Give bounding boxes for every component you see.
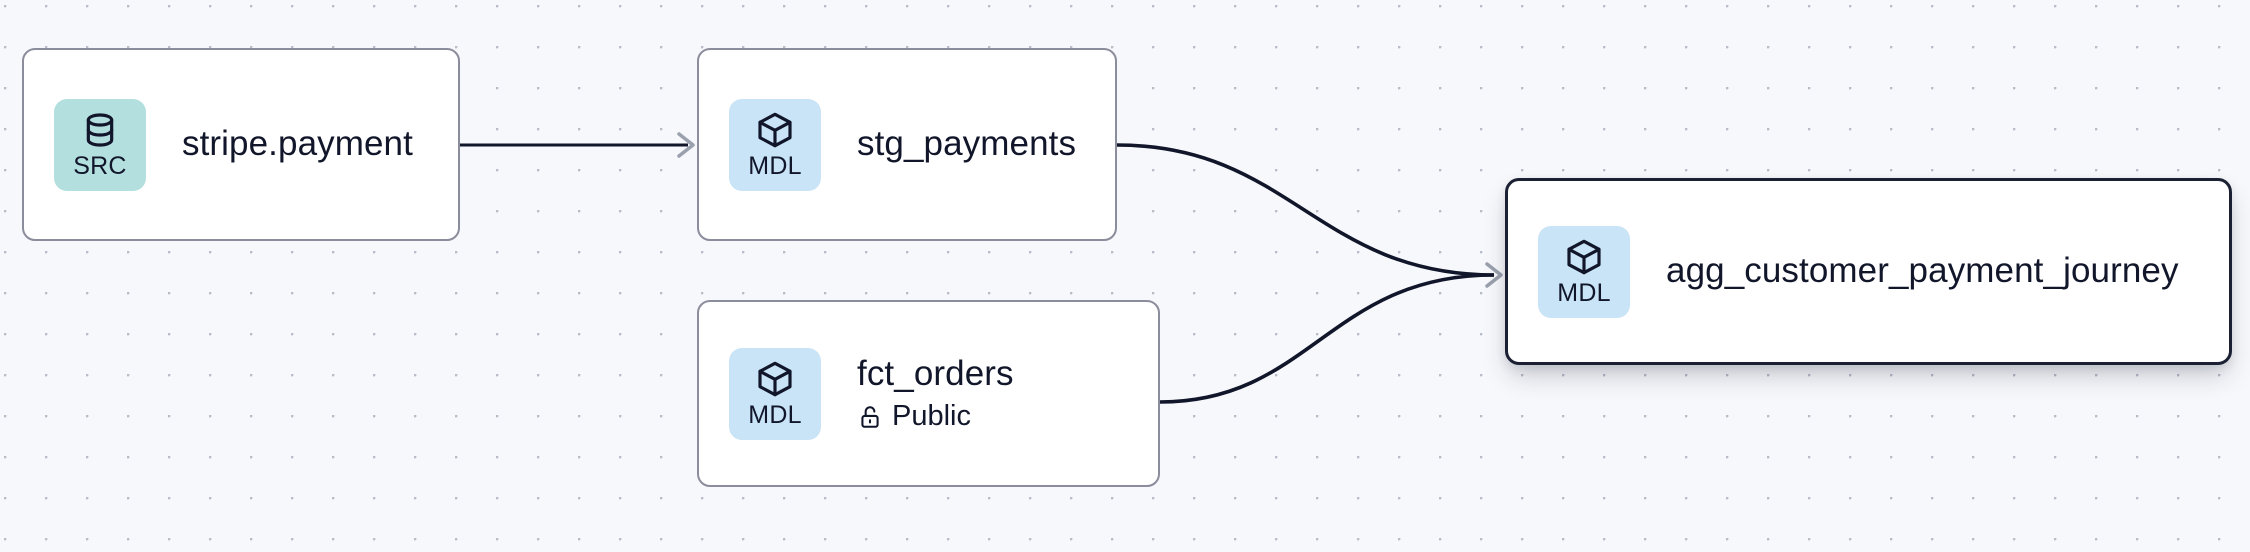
cube-icon (758, 361, 792, 397)
model-badge-label: MDL (748, 152, 802, 180)
cube-icon (758, 112, 792, 148)
edge-stg-to-agg (1116, 143, 1495, 277)
lineage-node-stg-payments[interactable]: MDL stg_payments (697, 48, 1117, 241)
model-badge: MDL (729, 98, 821, 191)
source-badge-label: SRC (73, 152, 127, 180)
node-title: stg_payments (857, 124, 1077, 164)
lineage-node-agg-customer-payment-journey[interactable]: MDL agg_customer_payment_journey (1505, 178, 2232, 365)
edge-path (1116, 143, 1495, 277)
model-badge-label: MDL (748, 401, 802, 429)
model-badge: MDL (729, 347, 821, 440)
node-body: fct_orders Public (857, 354, 1014, 433)
edge-fct-to-agg (1159, 273, 1495, 404)
source-badge: SRC (54, 98, 146, 191)
database-icon (86, 113, 114, 147)
node-title: stripe.payment (182, 124, 413, 164)
node-visibility: Public (857, 400, 1014, 433)
node-title: agg_customer_payment_journey (1666, 251, 2179, 291)
node-body: agg_customer_payment_journey (1666, 251, 2179, 292)
lineage-node-fct-orders[interactable]: MDL fct_orders Public (697, 300, 1160, 487)
cube-icon (1567, 239, 1601, 275)
unlock-icon (861, 406, 879, 429)
arrowhead-icon (1485, 262, 1503, 288)
model-badge: MDL (1538, 225, 1630, 318)
node-body: stg_payments (857, 124, 1076, 165)
arrowhead-icon (677, 132, 695, 158)
lineage-node-stripe-payment[interactable]: SRC stripe.payment (22, 48, 460, 241)
node-visibility-label: Public (892, 400, 971, 433)
node-title: fct_orders (857, 353, 1014, 393)
model-badge-label: MDL (1557, 279, 1611, 307)
node-body: stripe.payment (182, 124, 413, 165)
edge-stripe-to-stg (460, 132, 695, 158)
edge-path (1159, 273, 1495, 404)
